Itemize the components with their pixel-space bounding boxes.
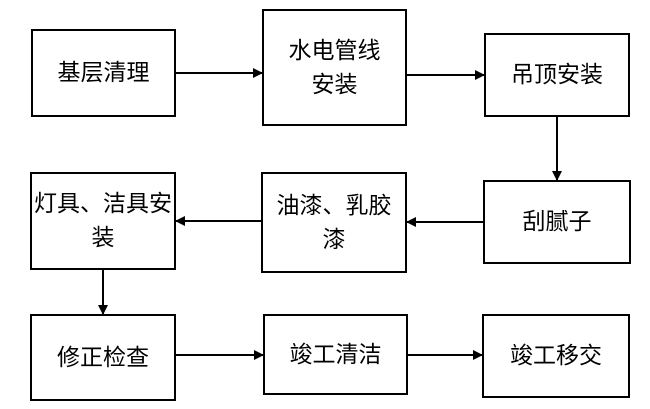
step-label: 修正检查	[57, 344, 149, 371]
step-label: 竣工清洁	[289, 341, 382, 368]
step-label: 吊顶安装	[511, 62, 603, 88]
step-jungong-qingjie: 竣工清洁	[263, 314, 408, 395]
step-jungong-yijiao: 竣工移交	[482, 314, 630, 398]
step-label: 水电管线安装	[288, 37, 381, 98]
step-label: 竣工移交	[510, 343, 602, 369]
step-shuidian-guanxian-anzhuang: 水电管线安装	[262, 9, 407, 126]
step-label: 基层清理	[57, 60, 150, 86]
step-jiceng-qingli: 基层清理	[31, 29, 176, 117]
step-diaoding-anzhuang: 吊顶安装	[484, 33, 630, 117]
step-dengju-jieju-anzhuang: 灯具、洁具安装	[30, 172, 176, 270]
step-youqi-rujiaoqi: 油漆、乳胶漆	[261, 172, 407, 273]
step-label: 灯具、洁具安装	[34, 191, 172, 251]
step-label: 油漆、乳胶漆	[276, 192, 392, 253]
step-gua-nizi: 刮腻子	[483, 180, 631, 264]
step-xiuzheng-jiancha: 修正检查	[30, 314, 176, 401]
step-label: 刮腻子	[522, 209, 592, 235]
